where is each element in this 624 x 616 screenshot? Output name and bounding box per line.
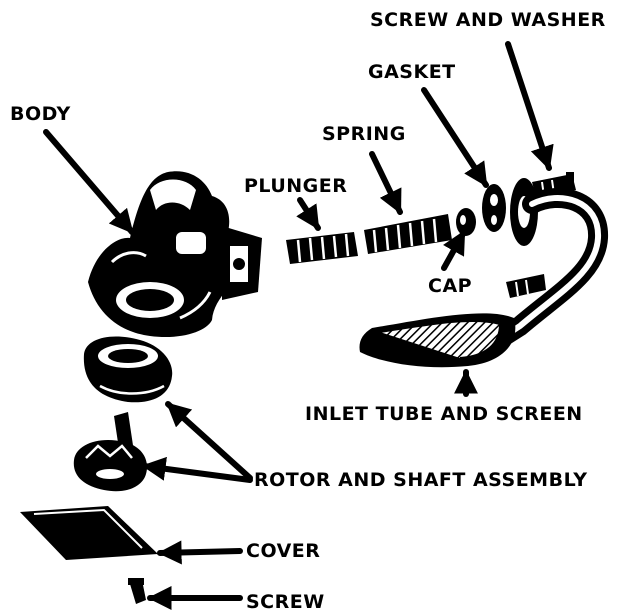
spring-part — [364, 214, 452, 254]
label-cap: CAP — [428, 275, 472, 297]
arrow-cover — [157, 540, 243, 565]
label-gasket: GASKET — [368, 61, 456, 83]
inlet-screw-part — [506, 274, 546, 298]
pump-body-part — [88, 171, 262, 338]
rotor-outer-part — [83, 336, 173, 403]
cover-part — [20, 506, 158, 560]
rotor-shaft-part — [73, 412, 148, 492]
inlet-tube-and-screen-part — [359, 178, 608, 368]
arrow-gasket — [421, 87, 489, 188]
label-inlet-tube-and-screen: INLET TUBE AND SCREEN — [305, 403, 583, 425]
arrow-cap — [441, 229, 467, 271]
label-plunger: PLUNGER — [244, 175, 347, 197]
plunger-part — [286, 232, 358, 264]
label-screw: SCREW — [246, 591, 325, 613]
arrow-rotor-upper — [165, 401, 253, 481]
label-screw-and-washer: SCREW AND WASHER — [370, 9, 606, 31]
bottom-screw-part — [128, 578, 146, 604]
label-spring: SPRING — [322, 123, 406, 145]
arrow-screw-and-washer — [505, 41, 554, 171]
gasket-part — [482, 184, 506, 232]
arrow-rotor-lower — [141, 456, 253, 483]
arrow-plunger — [296, 197, 321, 231]
arrow-spring — [369, 151, 403, 215]
arrow-body — [43, 129, 135, 235]
cap-part — [456, 208, 476, 236]
label-cover: COVER — [246, 540, 320, 562]
label-body: BODY — [10, 103, 71, 125]
label-rotor-and-shaft-assembly: ROTOR AND SHAFT ASSEMBLY — [254, 469, 587, 491]
